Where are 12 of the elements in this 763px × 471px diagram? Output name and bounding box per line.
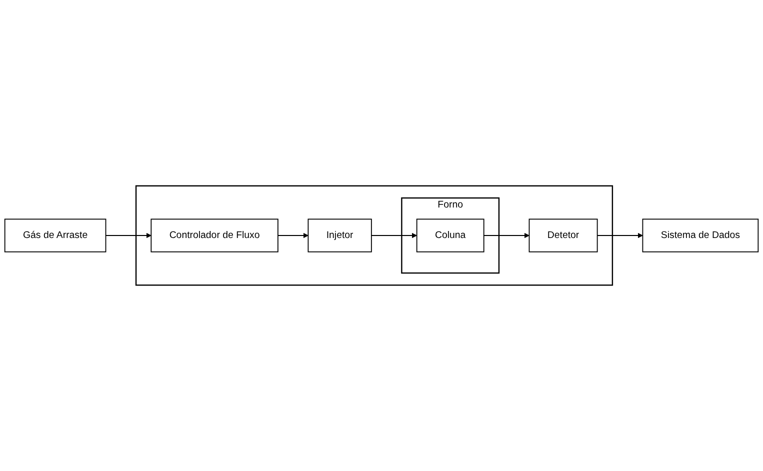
arrow — [105, 232, 152, 238]
arrow — [483, 232, 530, 238]
arrow — [277, 232, 308, 238]
node-box: Injetor — [308, 218, 372, 252]
arrow — [370, 232, 418, 238]
node-box: Sistema de Dados — [642, 218, 759, 252]
cluster — [135, 185, 614, 286]
arrow — [596, 232, 643, 238]
node-box: Detetor — [528, 218, 598, 252]
node-box: Controlador de Fluxo — [150, 218, 278, 252]
node-box: Gás de Arraste — [4, 218, 106, 252]
node-box: Coluna — [416, 218, 484, 252]
